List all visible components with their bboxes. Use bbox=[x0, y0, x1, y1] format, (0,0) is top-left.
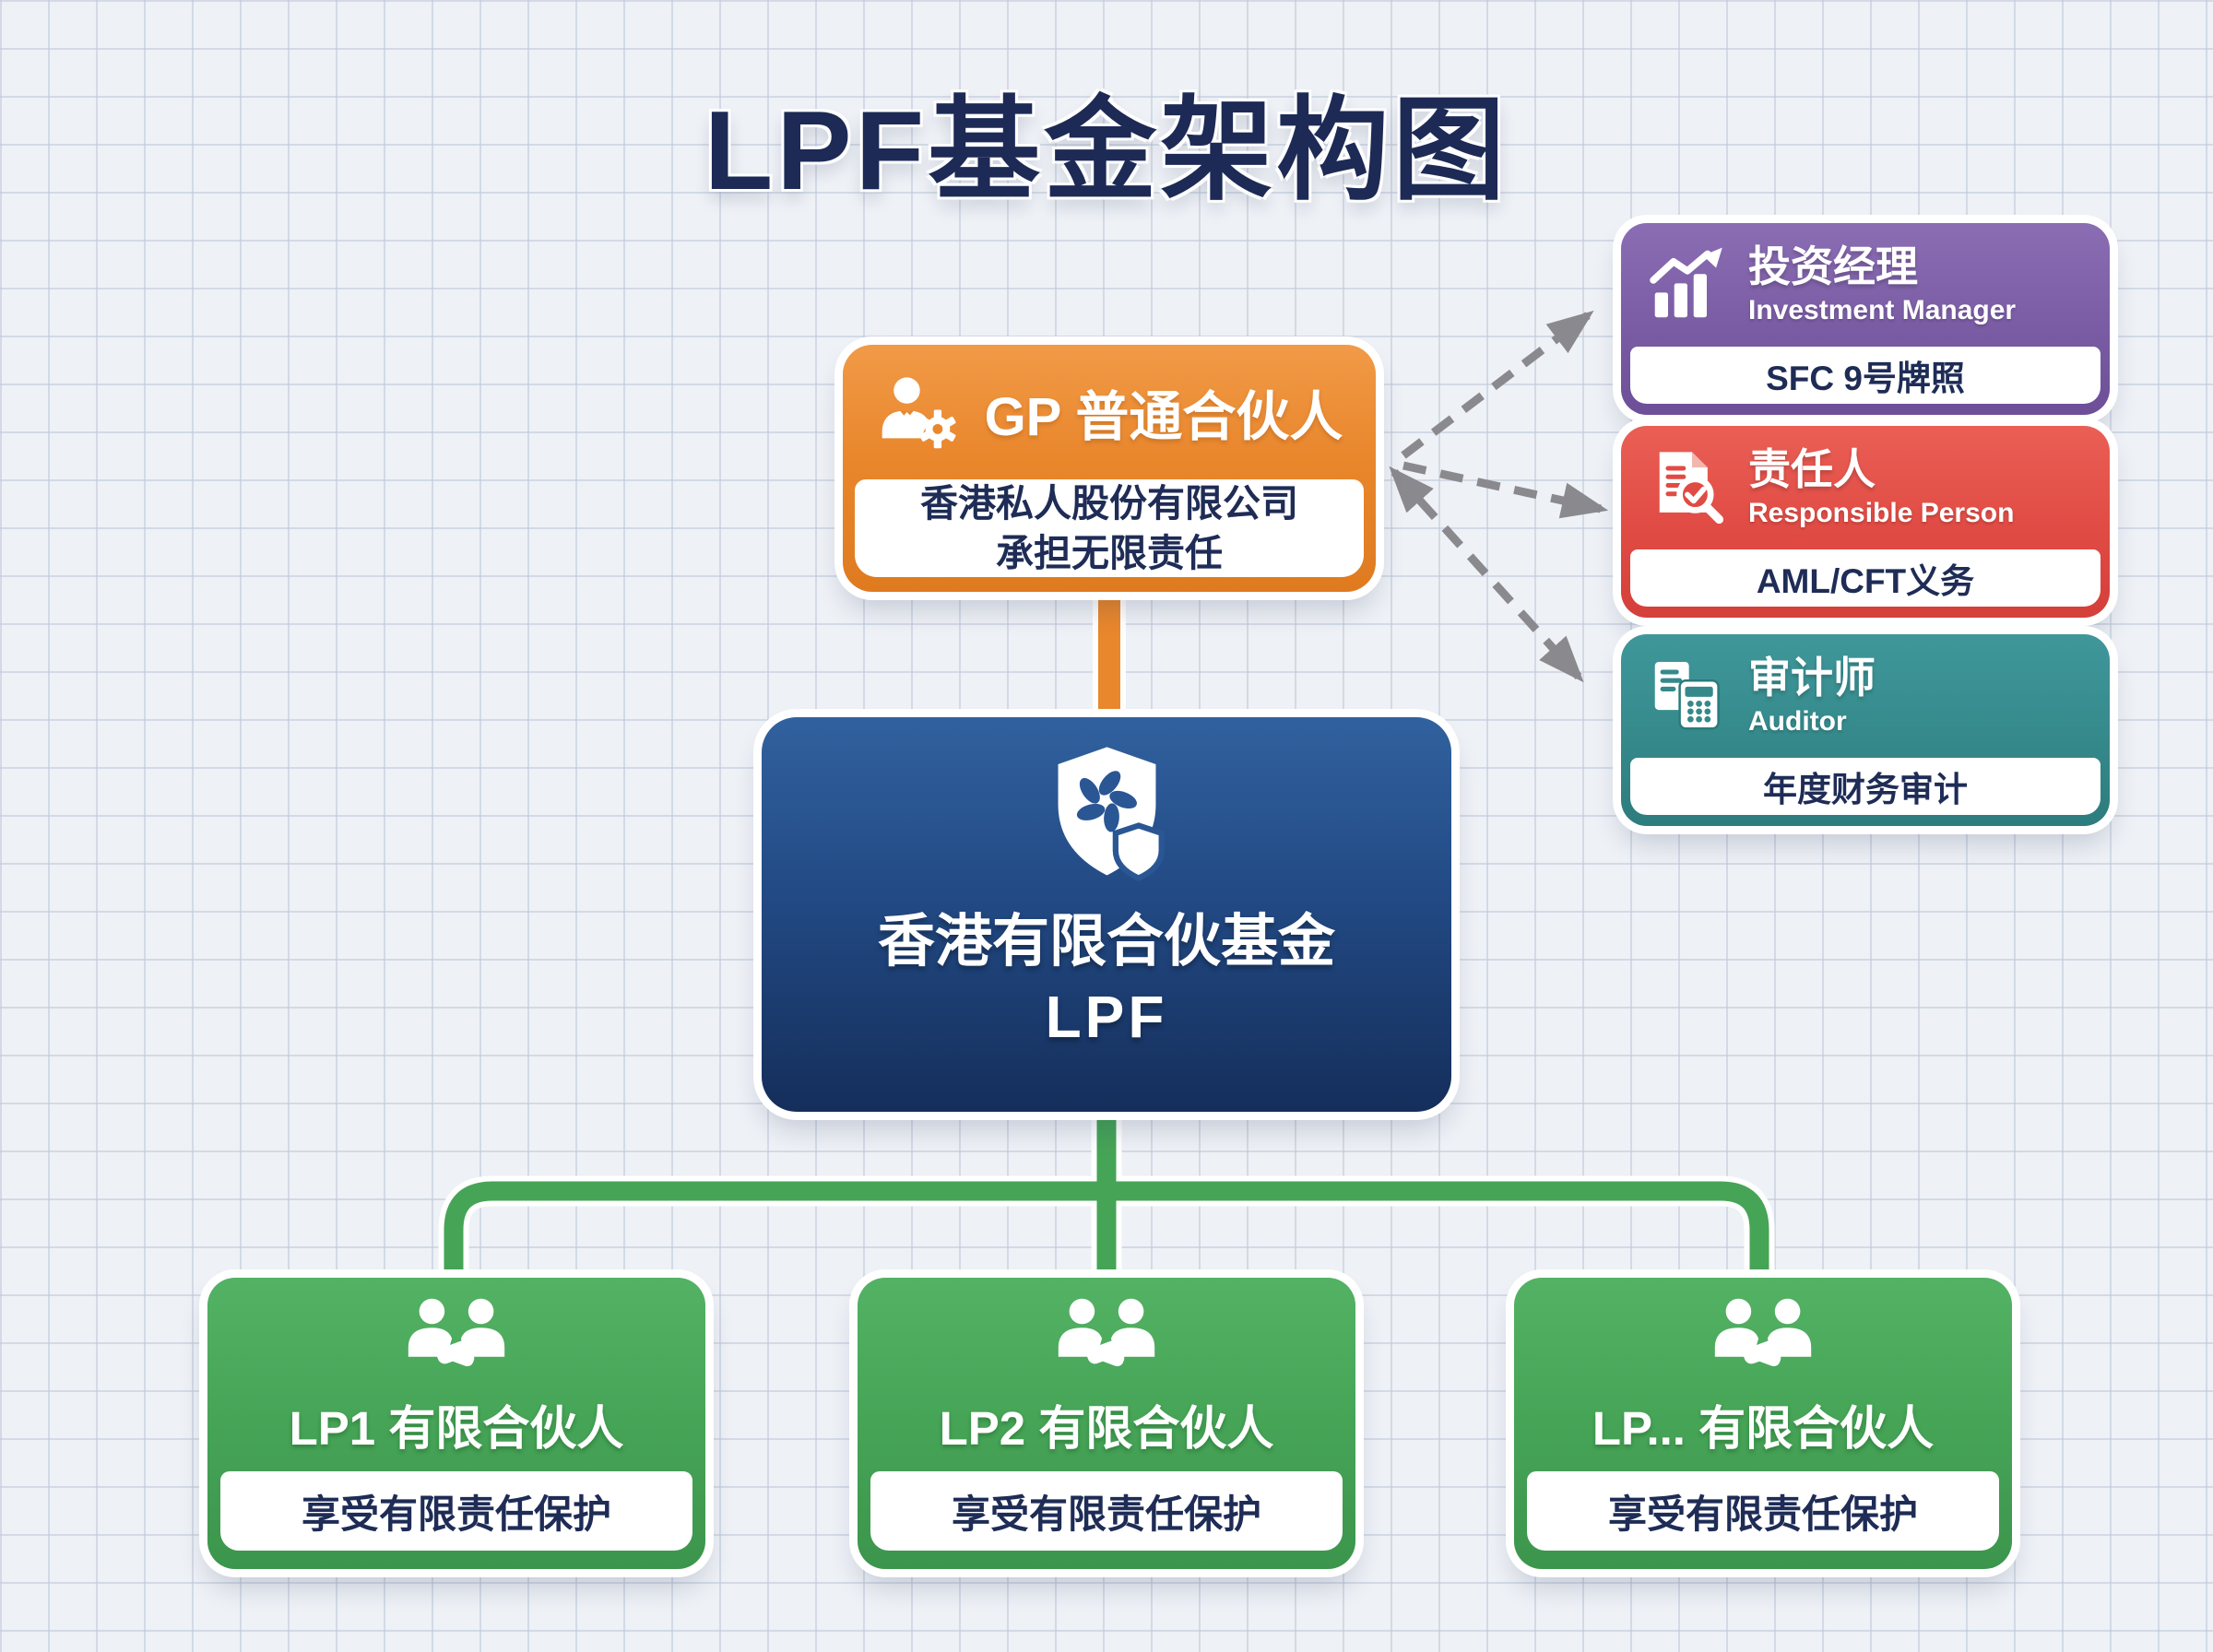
responsible-person-body: AML/CFT义务 bbox=[1630, 549, 2101, 607]
responsible-person-title-en: Responsible Person bbox=[1748, 497, 2015, 528]
lp-more-body: 享受有限责任保护 bbox=[1527, 1471, 1999, 1551]
responsible-person-header: 责任人 Responsible Person bbox=[1621, 426, 2110, 549]
investment-manager-header: 投资经理 Investment Manager bbox=[1621, 223, 2110, 347]
handshake-icon bbox=[397, 1296, 515, 1388]
lpf-fund-node: 香港有限合伙基金 LPF bbox=[762, 717, 1451, 1112]
auditor-title-zh: 审计师 bbox=[1748, 653, 1876, 702]
investment-manager-title-zh: 投资经理 bbox=[1748, 242, 1918, 290]
investment-manager-title-en: Investment Manager bbox=[1748, 294, 2017, 325]
auditor-body: 年度财务审计 bbox=[1630, 758, 2101, 815]
lp-more-node: LP... 有限合伙人 享受有限责任保护 bbox=[1514, 1278, 2012, 1569]
responsible-person-node: 责任人 Responsible Person AML/CFT义务 bbox=[1621, 426, 2110, 618]
chart-growth-icon bbox=[1649, 246, 1726, 324]
handshake-icon bbox=[1047, 1296, 1166, 1388]
document-check-icon bbox=[1649, 449, 1726, 526]
lp2-title: LP2 有限合伙人 bbox=[939, 1402, 1274, 1455]
fund-lp-connector bbox=[438, 1108, 1775, 1283]
calculator-icon bbox=[1649, 657, 1726, 735]
page-title: LPF基金架构图 bbox=[704, 88, 1509, 213]
gp-node: GP 普通合伙人 香港私人股份有限公司 承担无限责任 bbox=[843, 345, 1376, 592]
auditor-node: 审计师 Auditor 年度财务审计 bbox=[1621, 634, 2110, 826]
responsible-person-title-zh: 责任人 bbox=[1748, 444, 1876, 493]
auditor-title-en: Auditor bbox=[1748, 705, 1847, 737]
lp2-body: 享受有限责任保护 bbox=[870, 1471, 1343, 1551]
gp-title: GP 普通合伙人 bbox=[984, 387, 1343, 447]
gp-header: GP 普通合伙人 bbox=[843, 345, 1376, 479]
investment-manager-body: SFC 9号牌照 bbox=[1630, 347, 2101, 404]
auditor-header: 审计师 Auditor bbox=[1621, 634, 2110, 758]
arrow-to-responsible-person bbox=[1402, 461, 1609, 519]
handshake-icon bbox=[1704, 1296, 1822, 1388]
gp-body-line1: 香港私人股份有限公司 bbox=[920, 481, 1298, 525]
shield-flower-icon bbox=[1045, 741, 1169, 885]
lp1-node: LP1 有限合伙人 享受有限责任保护 bbox=[207, 1278, 705, 1569]
lp2-node: LP2 有限合伙人 享受有限责任保护 bbox=[858, 1278, 1355, 1569]
lp1-title: LP1 有限合伙人 bbox=[289, 1402, 624, 1455]
gp-service-arrows bbox=[1389, 310, 1609, 683]
lp1-body: 享受有限责任保护 bbox=[220, 1471, 692, 1551]
fund-abbr: LPF bbox=[1045, 984, 1168, 1050]
gp-body-line2: 承担无限责任 bbox=[996, 532, 1223, 574]
lp-more-title: LP... 有限合伙人 bbox=[1592, 1402, 1935, 1455]
arrow-to-investment-manager bbox=[1401, 310, 1594, 459]
gp-body: 香港私人股份有限公司 承担无限责任 bbox=[855, 479, 1364, 577]
arrow-to-auditor bbox=[1389, 466, 1584, 683]
investment-manager-node: 投资经理 Investment Manager SFC 9号牌照 bbox=[1621, 223, 2110, 415]
fund-name: 香港有限合伙基金 bbox=[877, 910, 1335, 974]
person-gear-icon bbox=[876, 372, 961, 452]
